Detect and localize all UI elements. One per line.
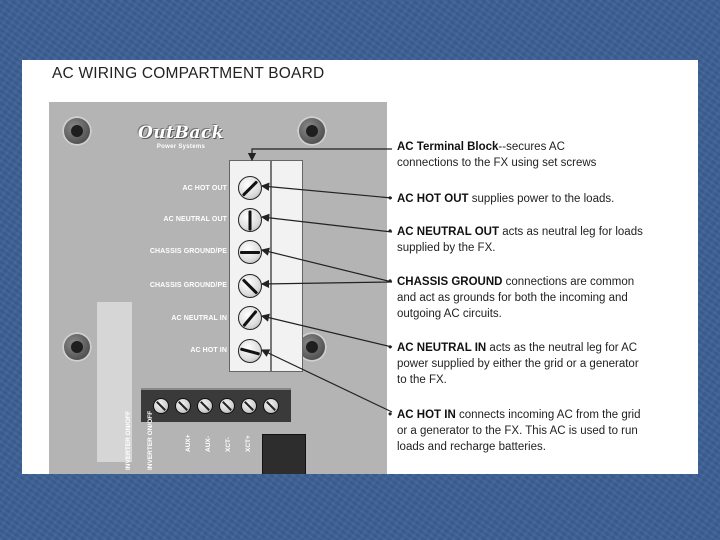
leader-line-terminal-block (247, 148, 392, 162)
terminal-label-ac-hot-out: AC HOT OUT (182, 185, 227, 192)
terminal-screw-icon (238, 240, 262, 264)
leader-line-ac-neutral-out (260, 213, 393, 233)
control-screw-icon (263, 398, 279, 414)
diagram-title: AC WIRING COMPARTMENT BOARD (52, 65, 325, 82)
control-screw-icon (153, 398, 169, 414)
leader-line-ac-hot-in (260, 349, 393, 413)
control-screw-icon (219, 398, 235, 414)
terminal-label-ac-neutral-out: AC NEUTRAL OUT (163, 216, 227, 223)
annotation-text: --secures AC (498, 141, 565, 153)
annotation-text: power supplied by either the grid or a g… (397, 358, 639, 370)
annotation-text: loads and recharge batteries. (397, 441, 546, 453)
ac-terminal-block (229, 160, 303, 372)
leader-lines (247, 148, 393, 413)
annotation-heading: AC HOT IN (397, 409, 456, 421)
annotation-terminal-block: AC Terminal Block--secures AC connection… (397, 139, 596, 171)
terminal-label-ac-hot-in: AC HOT IN (190, 347, 227, 354)
annotation-text: connections are common (502, 276, 635, 288)
annotation-ac-hot-in: • AC HOT IN connects incoming AC from th… (388, 407, 641, 455)
annotation-ac-hot-out: • AC HOT OUT supplies power to the loads… (388, 191, 615, 207)
terminal-label-chassis-ground-2: CHASSIS GROUND/PE (149, 282, 227, 289)
bullet-icon: • (388, 340, 393, 354)
logo-wordmark: OutBack (137, 123, 225, 143)
mounting-screw-icon (62, 116, 92, 146)
terminal-block-divider (270, 161, 272, 371)
leader-line-ac-hot-out (260, 182, 393, 199)
annotation-text: to the FX. (397, 374, 447, 386)
leader-line-ac-neutral-in (260, 313, 393, 348)
annotation-text: acts as neutral leg for loads (499, 226, 643, 238)
annotation-chassis-ground: • CHASSIS GROUND connections are common … (388, 274, 635, 322)
outback-logo: OutBack Power Systems (121, 124, 241, 164)
leader-line-chassis-ground-2 (260, 279, 393, 289)
wiring-board: OutBack Power Systems AC HOT OUT AC NEUT… (49, 102, 387, 474)
annotation-text: supplied by the FX. (397, 242, 496, 254)
control-screw-icon (241, 398, 257, 414)
mounting-screw-icon (297, 116, 327, 146)
annotation-text: connects incoming AC from the grid (455, 409, 641, 421)
annotation-heading: AC Terminal Block (397, 141, 499, 153)
control-screw-icon (175, 398, 191, 414)
annotation-ac-neutral-out: • AC NEUTRAL OUT acts as neutral leg for… (388, 224, 643, 256)
annotation-text: acts as the neutral leg for AC (486, 342, 638, 354)
terminal-label-chassis-ground-1: CHASSIS GROUND/PE (149, 248, 227, 255)
annotation-heading: CHASSIS GROUND (397, 276, 503, 288)
board-notch (97, 302, 132, 462)
annotation-heading: AC NEUTRAL IN (397, 342, 487, 354)
annotation-text: or a generator to the FX. This AC is use… (397, 425, 638, 437)
terminal-screw-icon (238, 176, 262, 200)
mounting-screw-icon (62, 332, 92, 362)
annotation-text: and act as grounds for both the incoming… (397, 292, 628, 304)
bullet-icon: • (388, 274, 393, 288)
slide: AC WIRING COMPARTMENT BOARD OutBack Powe… (22, 60, 698, 474)
annotation-text: connections to the FX using set screws (397, 157, 597, 169)
communications-jack (262, 434, 306, 474)
control-screw-icon (197, 398, 213, 414)
bullet-icon: • (388, 224, 393, 238)
leader-line-chassis-ground-1 (260, 247, 393, 283)
terminal-label-ac-neutral-in: AC NEUTRAL IN (171, 315, 227, 322)
bullet-icon: • (388, 191, 393, 205)
annotation-text: outgoing AC circuits. (397, 308, 502, 320)
logo-subtitle: Power Systems (156, 144, 206, 150)
annotation-heading: AC NEUTRAL OUT (397, 226, 500, 238)
annotation-ac-neutral-in: • AC NEUTRAL IN acts as the neutral leg … (388, 340, 639, 388)
annotation-text: supplies power to the loads. (468, 193, 615, 205)
control-terminal-strip (141, 388, 291, 422)
annotation-heading: AC HOT OUT (397, 193, 469, 205)
bullet-icon: • (388, 407, 393, 421)
